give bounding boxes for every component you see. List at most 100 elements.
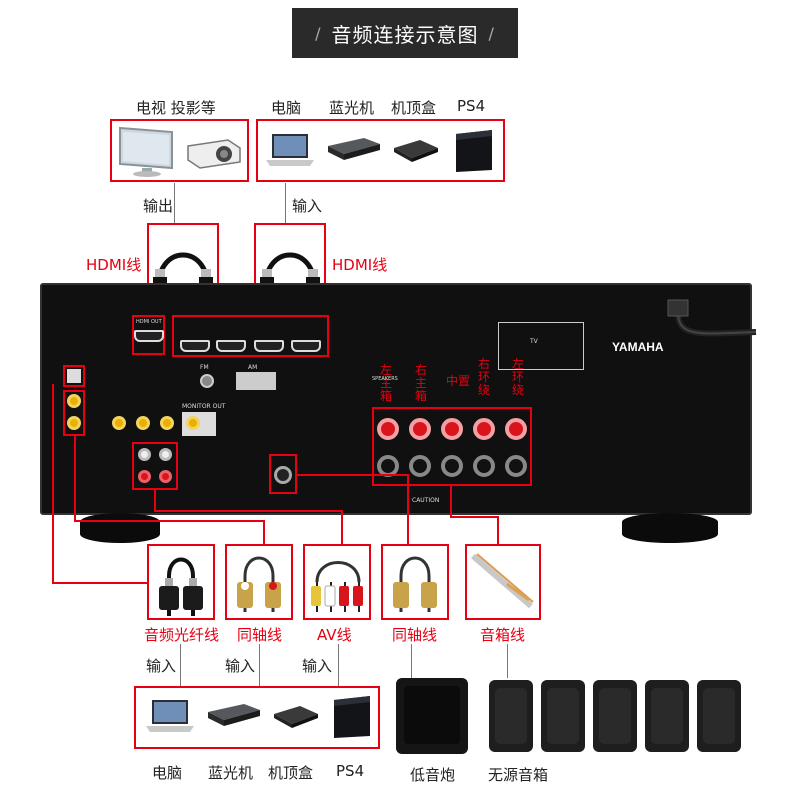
subwoofer-icon bbox=[396, 678, 468, 754]
bottom-label-bluray: 蓝光机 bbox=[208, 764, 254, 782]
input-label-3: 输入 bbox=[302, 657, 333, 675]
set-top-box-icon bbox=[274, 706, 318, 728]
video-jack-2[interactable] bbox=[136, 416, 150, 430]
speaker-terminals-box bbox=[372, 407, 532, 486]
passive-speaker-2-icon bbox=[541, 680, 585, 752]
bottom-label-ps4: PS4 bbox=[336, 762, 365, 780]
cable-label-optical: 音频光纤线 bbox=[144, 626, 220, 644]
passive-speaker-3-icon bbox=[593, 680, 637, 752]
cable-label-av: AV线 bbox=[317, 626, 352, 644]
passive-speaker-label: 无源音箱 bbox=[488, 766, 549, 784]
passive-speaker-1-icon bbox=[489, 680, 533, 752]
title-slash-right: / bbox=[488, 23, 495, 43]
speaker-terminal-red-2[interactable] bbox=[409, 418, 431, 440]
subwoofer-label: 低音炮 bbox=[410, 766, 456, 784]
speaker-label-left-main: 左主箱 bbox=[380, 363, 393, 403]
speaker-connector-line-h bbox=[450, 516, 498, 518]
audio-jack-white-1[interactable] bbox=[138, 448, 151, 461]
hdmi-in-port-3[interactable] bbox=[254, 340, 284, 352]
optical-input-box bbox=[63, 365, 85, 387]
optical-connector-line-h bbox=[52, 582, 148, 584]
output-arrow-line bbox=[174, 183, 175, 223]
output-devices-box bbox=[110, 119, 249, 182]
optical-connector-line bbox=[52, 384, 54, 582]
speaker-terminal-red-1[interactable] bbox=[377, 418, 399, 440]
cable-label-coax-2: 同轴线 bbox=[392, 626, 438, 644]
coax-connector-line-h bbox=[74, 520, 264, 522]
subwoofer-front bbox=[404, 686, 460, 744]
input-label-1: 输入 bbox=[146, 657, 177, 675]
speaker-terminal-black-3[interactable] bbox=[441, 455, 463, 477]
speaker-label-left-surround: 左环绕 bbox=[512, 357, 525, 397]
audio-jack-white-2[interactable] bbox=[159, 448, 172, 461]
input-label-2: 输入 bbox=[225, 657, 256, 675]
hdmi-in-port-4[interactable] bbox=[291, 340, 321, 352]
input-label-ps4: PS4 bbox=[457, 97, 486, 115]
laptop-icon bbox=[266, 134, 314, 166]
video-jack-1[interactable] bbox=[112, 416, 126, 430]
ps4-icon bbox=[456, 130, 492, 172]
hdmi-out-port[interactable] bbox=[134, 330, 164, 342]
hdmi-in-box bbox=[172, 315, 329, 357]
coax-jack-1[interactable] bbox=[67, 394, 81, 408]
hdmi-label-right: HDMI线 bbox=[332, 256, 388, 274]
optical-cable-box bbox=[147, 544, 215, 620]
sub-connector-line-v bbox=[407, 474, 409, 544]
speaker-terminal-red-4[interactable] bbox=[473, 418, 495, 440]
default-setting-diagram bbox=[498, 322, 584, 370]
bluray-player-icon bbox=[328, 138, 380, 160]
speaker-terminal-red-5[interactable] bbox=[505, 418, 527, 440]
av-connector-line-v bbox=[341, 510, 343, 544]
hdmi-in-port-2[interactable] bbox=[216, 340, 246, 352]
input-arrow-line-1 bbox=[180, 644, 181, 686]
sub-connector-line-h bbox=[296, 474, 408, 476]
speaker-grille bbox=[547, 688, 579, 744]
sub-arrow-line bbox=[411, 644, 412, 678]
speaker-terminal-black-4[interactable] bbox=[473, 455, 495, 477]
receiver-foot-left bbox=[80, 513, 160, 543]
speaker-cable-box bbox=[465, 544, 541, 620]
power-cord-icon bbox=[667, 299, 757, 337]
speaker-terminal-red-3[interactable] bbox=[441, 418, 463, 440]
input-arrow-line-2 bbox=[259, 644, 260, 686]
optical-input-port[interactable] bbox=[67, 369, 81, 383]
av-audio-box bbox=[132, 442, 178, 490]
input-arrow-line bbox=[285, 183, 286, 223]
subwoofer-out-jack[interactable] bbox=[274, 466, 292, 484]
speaker-grille bbox=[703, 688, 735, 744]
speaker-terminal-black-2[interactable] bbox=[409, 455, 431, 477]
input-arrow-line-3 bbox=[338, 644, 339, 686]
optical-cable-icon bbox=[159, 557, 203, 616]
speaker-connector-line bbox=[450, 486, 452, 516]
passive-speaker-4-icon bbox=[645, 680, 689, 752]
bluray-player-icon bbox=[208, 704, 260, 726]
av-connector-line bbox=[154, 490, 156, 510]
hdmi-in-port-1[interactable] bbox=[180, 340, 210, 352]
coax-jack-2[interactable] bbox=[67, 416, 81, 430]
projector-icon bbox=[187, 139, 241, 169]
coax-connector-line bbox=[74, 436, 76, 520]
input-devices-box bbox=[256, 119, 505, 182]
bottom-label-settopbox: 机顶盒 bbox=[268, 764, 314, 782]
audio-jack-red-2[interactable] bbox=[159, 470, 172, 483]
coax-input-box bbox=[63, 390, 85, 436]
video-jack-3[interactable] bbox=[160, 416, 174, 430]
fm-label: FM bbox=[200, 364, 209, 371]
av-connector-line-h bbox=[154, 510, 342, 512]
audio-jack-red-1[interactable] bbox=[138, 470, 151, 483]
receiver-back-panel bbox=[40, 283, 752, 515]
fm-antenna-jack[interactable] bbox=[200, 374, 214, 388]
brand-logo: YAMAHA bbox=[612, 340, 664, 354]
input-label-computer: 电脑 bbox=[271, 99, 302, 117]
speaker-grille bbox=[651, 688, 683, 744]
am-antenna-terminal[interactable] bbox=[236, 372, 276, 390]
passive-arrow-line bbox=[507, 644, 508, 678]
coax-cable-icon bbox=[393, 556, 437, 612]
bottom-label-computer: 电脑 bbox=[152, 764, 183, 782]
title-slash-left: / bbox=[315, 23, 322, 43]
input-label-bluray: 蓝光机 bbox=[329, 99, 375, 117]
speaker-grille bbox=[495, 688, 527, 744]
hdmi-out-label: HDMI OUT bbox=[136, 319, 162, 325]
monitor-out-jack[interactable] bbox=[186, 416, 200, 430]
speaker-terminal-black-5[interactable] bbox=[505, 455, 527, 477]
